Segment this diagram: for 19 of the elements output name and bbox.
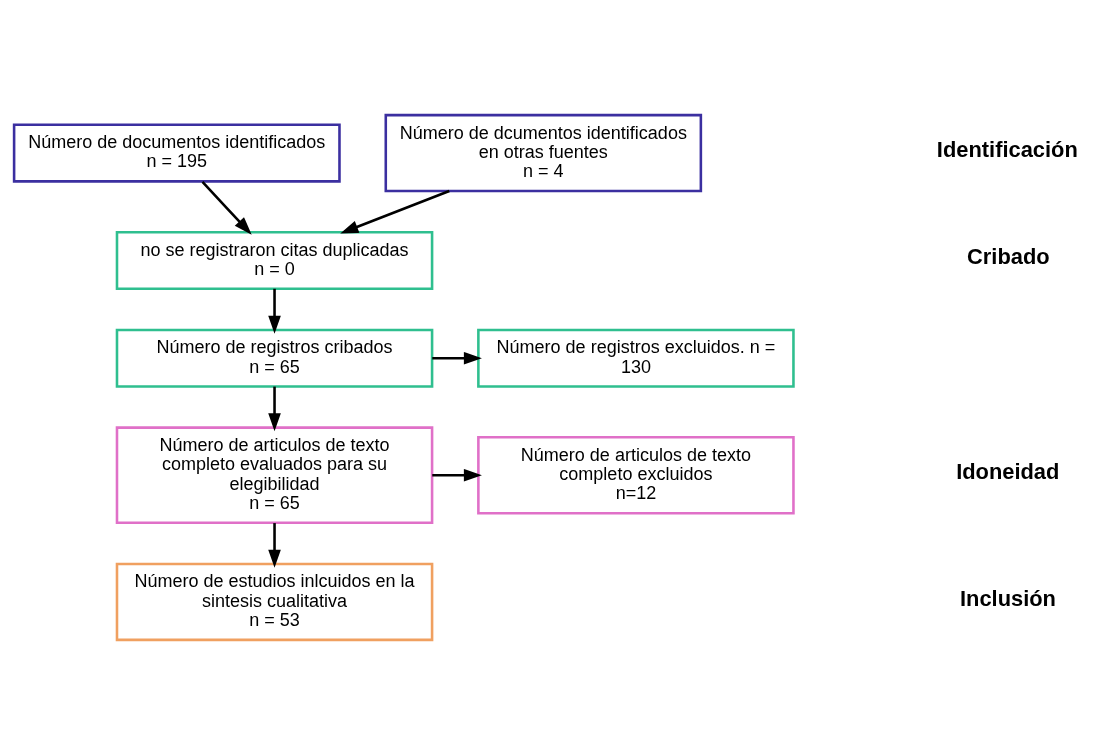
label: Identificación [936,137,1078,163]
node-box: Número de documentos identificados n = 195 [12,123,341,183]
arrow [268,288,281,334]
node-box: Número de articulos de texto completo excluidos n=12 [477,436,795,515]
node-box: Número de registros excluidos. n = 130 [477,328,795,388]
node-box: Número de registros cribados n = 65 [115,328,434,388]
node-box: Número de estudios inlcuidos en la sintesis cualitativa n = 53 [115,562,434,642]
node-box: Número de articulos de texto completo evaluados para su elegibilidad n = 65 [115,426,434,525]
arrow [340,189,450,234]
node-box: no se registraron citas duplicadas n = 0 [115,230,434,291]
arrow [432,468,482,482]
arrow [268,523,281,568]
label: Idoneidad [956,459,1060,485]
arrow [268,386,281,432]
node-box: Número de dcumentos identificados en otras fuentes n = 4 [384,113,703,193]
label: Inclusión [960,585,1056,611]
arrow [201,181,252,235]
label: Cribado [967,244,1050,270]
arrow [432,351,482,365]
